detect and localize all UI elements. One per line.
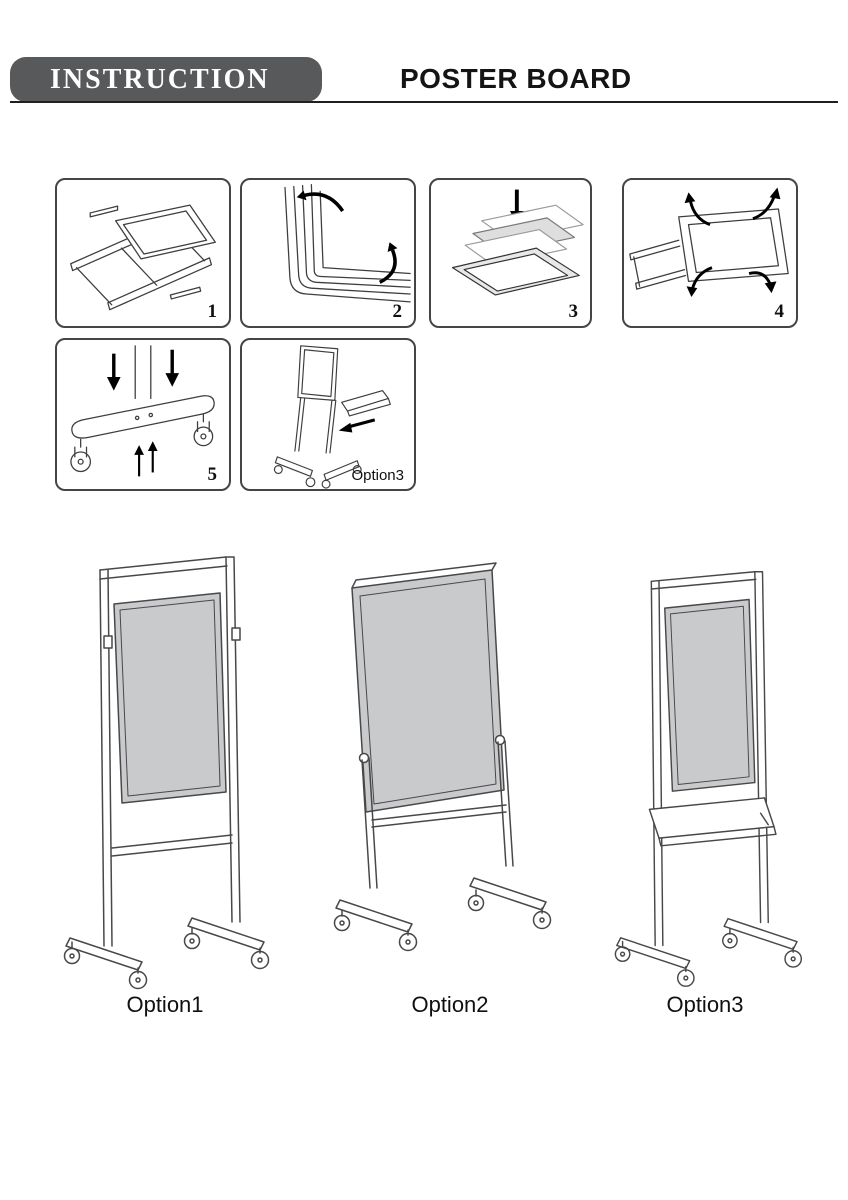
step-2-number: 2 [392,301,403,322]
option3-accessory-panel: Option3 [240,338,416,491]
step-5-panel: 5 [55,338,231,491]
step-4-illustration [629,187,789,297]
step-3-illustration [451,189,584,296]
option2-illustration [333,562,552,952]
header-badge: INSTRUCTION [10,57,322,102]
step-2-illustration [284,183,411,303]
option3-label: Option3 [666,992,744,1017]
header-divider [10,101,838,103]
step-4-panel: 4 [622,178,798,328]
step-2-panel: 2 [240,178,416,328]
option2-label: Option2 [411,992,489,1017]
step-4-number: 4 [774,301,785,322]
step-3-number: 3 [568,301,579,322]
step-1-panel: 1 [55,178,231,328]
step-1-number: 1 [207,301,218,322]
attach-tray-arrow-icon [338,418,376,433]
press-down-arrow-icon [106,349,180,391]
screw-up-arrow-icon [134,441,158,477]
option3-accessory-label: Option3 [351,467,404,484]
rotate-arrow-icon [296,190,398,284]
option3-accessory-illustration [273,345,391,489]
step-1-illustration [70,204,216,311]
option1-illustration [63,556,270,990]
step-5-illustration [70,345,215,477]
option1-label: Option1 [126,992,204,1017]
step-3-panel: 3 [429,178,592,328]
corner-rotate-arrow-icon [684,187,781,297]
page-title: POSTER BOARD [400,63,632,94]
option3-illustration [614,571,803,987]
header-badge-label: INSTRUCTION [50,63,270,95]
step-5-number: 5 [207,464,218,485]
